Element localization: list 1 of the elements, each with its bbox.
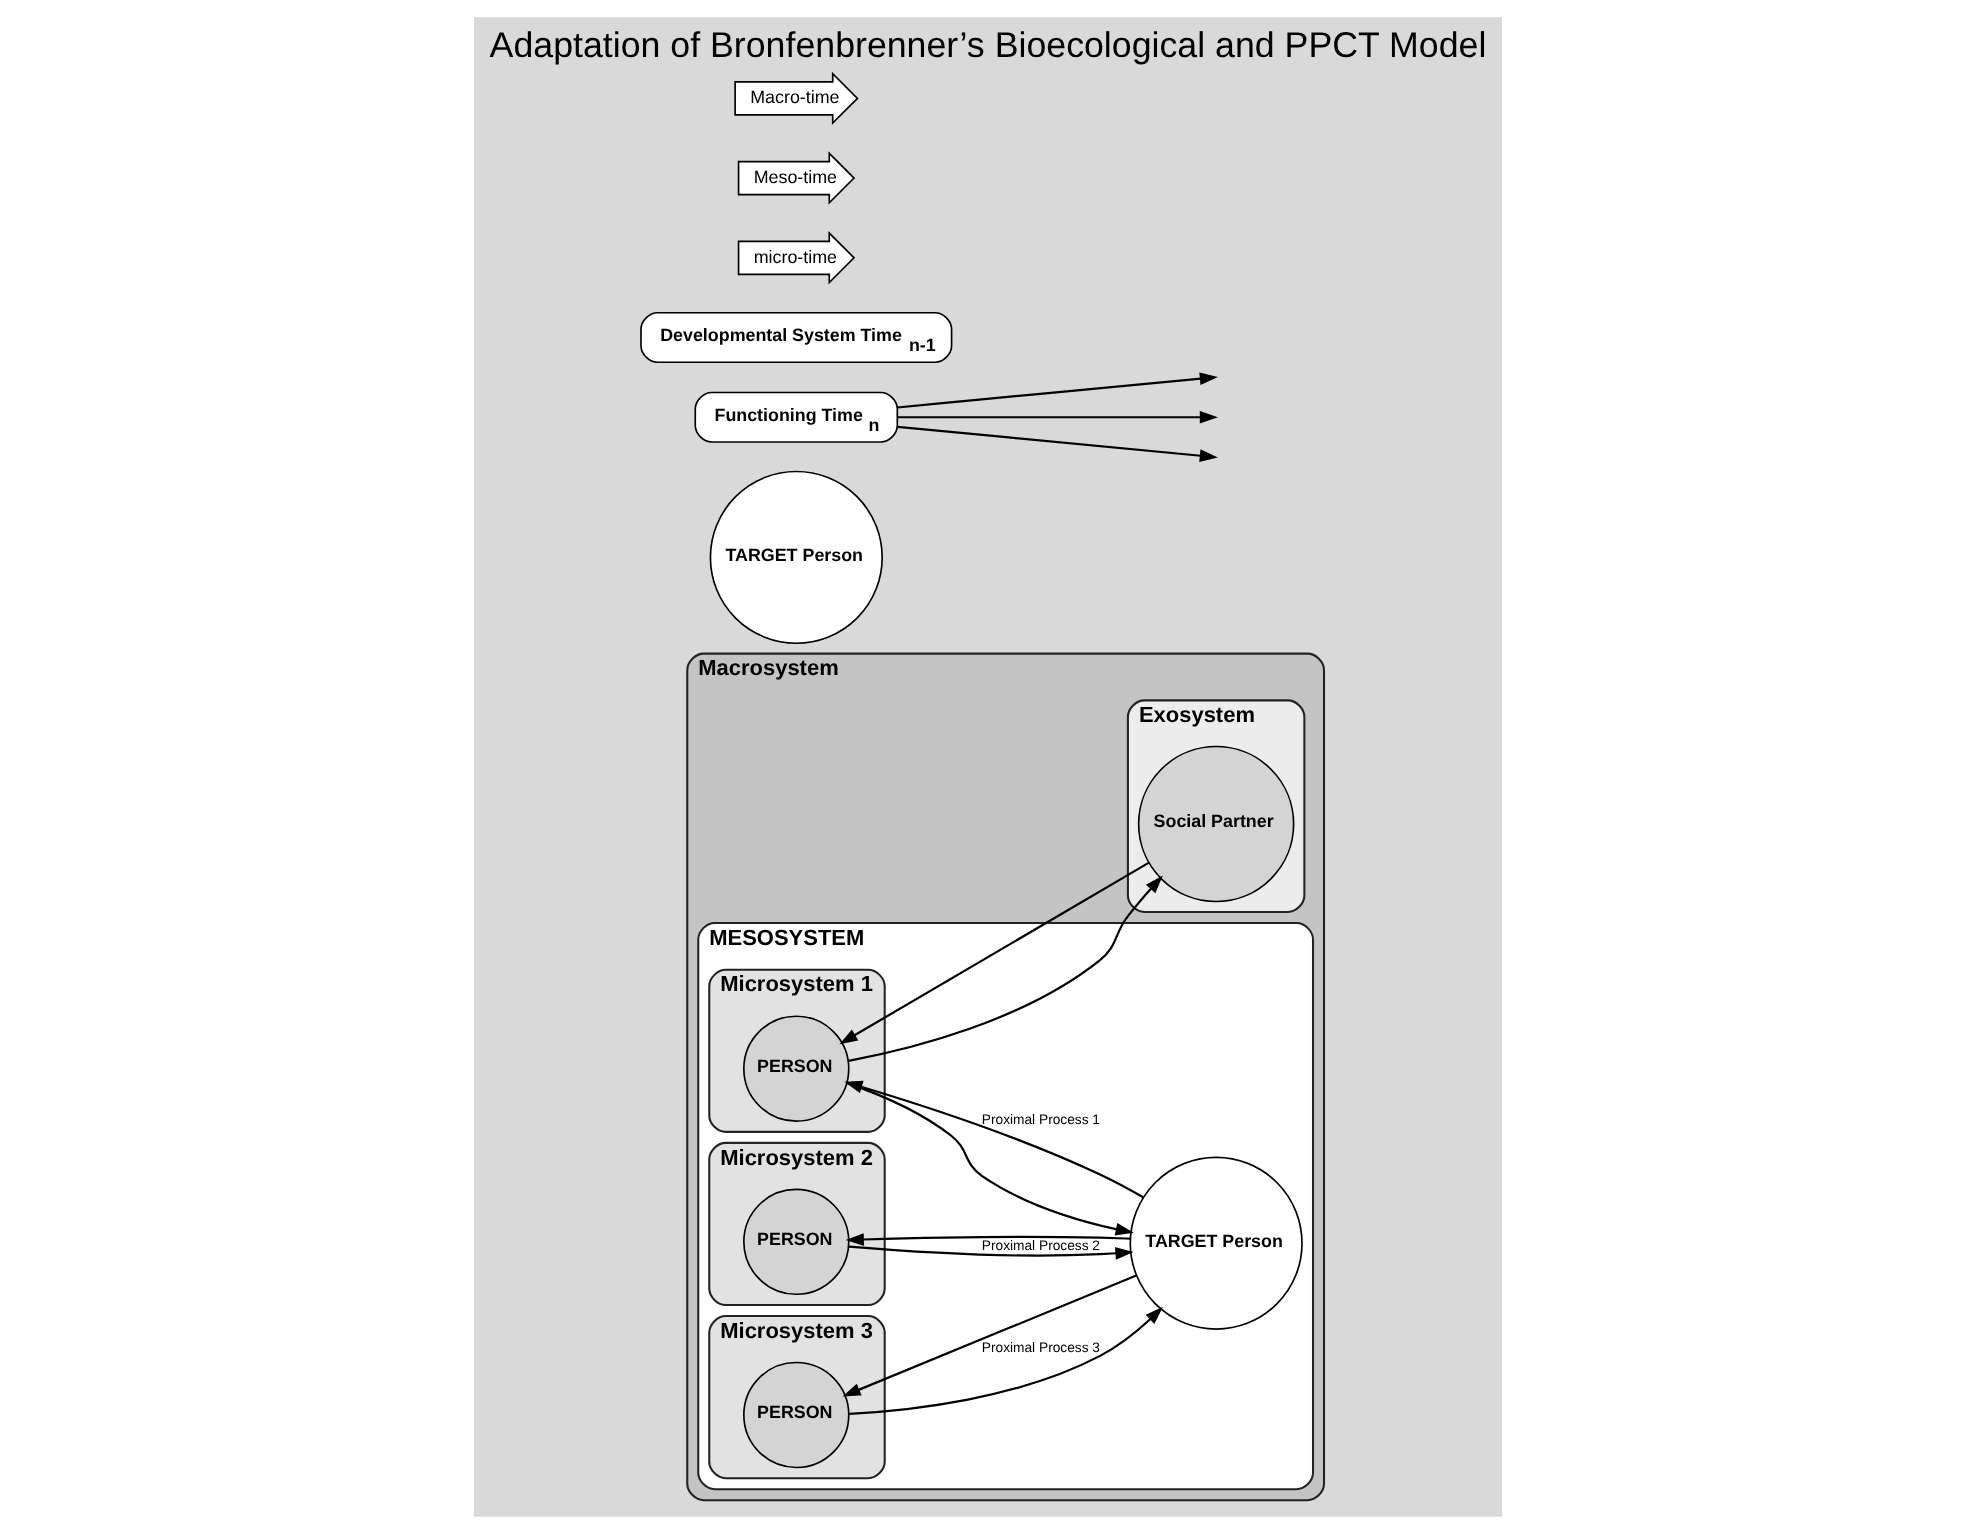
diagram-title: Adaptation of Bronfenbrenner’s Bioecological and PPCT Model [489, 24, 1487, 65]
